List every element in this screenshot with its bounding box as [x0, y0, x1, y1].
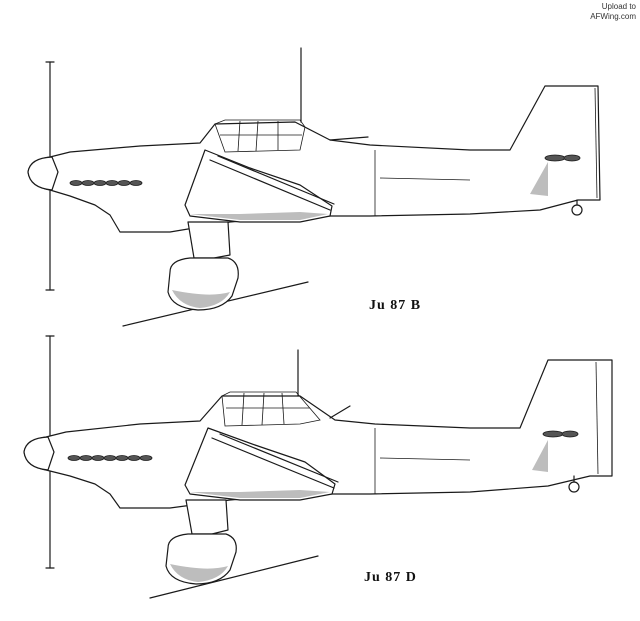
ju87d-spinner — [23, 436, 55, 471]
ju87d-tail-wheel — [568, 481, 580, 493]
ju87b-tail-wheel — [571, 204, 583, 216]
ju87d-caption: Ju 87 D — [364, 570, 417, 585]
ju87b-spinner — [27, 156, 59, 191]
ju87b-landing-gear — [187, 221, 231, 259]
ju87d-profile — [23, 335, 613, 599]
watermark-line-2: AFWing.com — [590, 12, 636, 21]
ju87d-wing — [184, 427, 336, 501]
ju87d-ground-line — [149, 555, 319, 599]
watermark-line-1: Upload to — [601, 2, 636, 11]
ju87d-tailplane — [542, 430, 579, 438]
ju87b-exhaust-stacks — [69, 180, 143, 186]
ju87d-landing-gear — [185, 499, 229, 535]
ju87b-caption: Ju 87 B — [369, 298, 422, 313]
ju87d-exhaust-stacks — [67, 455, 153, 461]
ju87b-profile — [27, 47, 601, 327]
ju87b-wing — [184, 149, 333, 223]
ju87b-tailplane — [544, 154, 581, 162]
watermark: Upload to AFWing.com — [590, 2, 636, 22]
